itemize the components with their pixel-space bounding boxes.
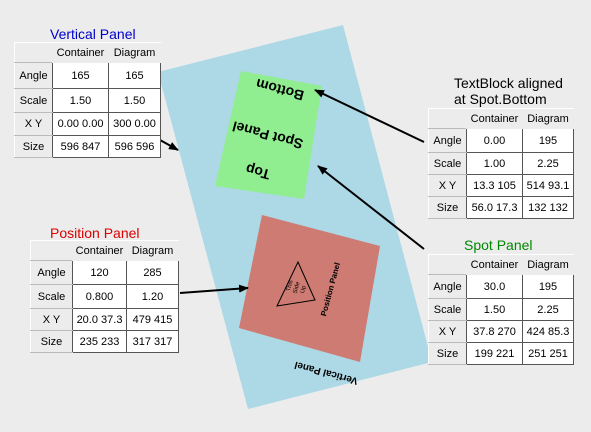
position-scale-diagram: 1.20 [126,284,179,309]
vertical-xy-container: 0.00 0.00 [52,112,109,136]
spot-top-label: Top [244,161,272,183]
vertical-scale-diagram: 1.50 [108,88,161,113]
textblock-angle-container: 0.00 [466,128,523,153]
vertical-arrow [159,139,179,151]
size-label: Size [14,135,53,158]
textblock-table: Container Diagram Angle 0.00 195 Scale 1… [428,108,574,219]
textblock-title: TextBlock aligned at Spot.Bottom [454,75,563,107]
diagram-header: Diagram [108,42,161,63]
vertical-scale-container: 1.50 [52,88,109,113]
textblock-scale-container: 1.00 [466,152,523,175]
spot-scale-diagram: 2.25 [522,298,574,321]
spot-angle-container: 30.0 [466,274,523,299]
angle-label: Angle [428,128,467,153]
container-header: Container [72,240,127,261]
position-angle-container: 120 [72,260,127,285]
textblock-size-container: 56.0 17.3 [466,196,523,219]
position-arrow [179,284,249,294]
spot-xy-diagram: 424 85.3 [522,320,574,343]
xy-label: X Y [428,174,467,197]
position-panel-title: Position Panel [50,225,140,241]
size-label: Size [30,330,73,353]
spot-panel-shape[interactable] [215,71,322,199]
triangle-text-up: Up [300,284,308,294]
vertical-size-diagram: 596 596 [108,135,161,158]
vertical-panel-table: Container Diagram Angle 165 165 Scale 1.… [14,42,161,158]
textblock-arrow [314,89,425,143]
angle-label: Angle [14,62,53,89]
scale-label: Scale [14,88,53,113]
position-panel-table: Container Diagram Angle 120 285 Scale 0.… [30,240,179,353]
textblock-scale-diagram: 2.25 [522,152,574,175]
spot-arrow [317,165,425,250]
position-angle-diagram: 285 [126,260,179,285]
textblock-xy-container: 13.3 105 [466,174,523,197]
spot-panel-table: Container Diagram Angle 30.0 195 Scale 1… [428,254,574,365]
spot-angle-diagram: 195 [522,274,574,299]
container-header: Container [466,108,523,129]
textblock-angle-diagram: 195 [522,128,574,153]
scale-label: Scale [428,152,467,175]
vertical-xy-diagram: 300 0.00 [108,112,161,136]
scale-label: Scale [30,284,73,309]
vertical-angle-diagram: 165 [108,62,161,89]
triangle-text-this: This [286,280,295,293]
position-size-diagram: 317 317 [126,330,179,353]
position-xy-container: 20.0 37.3 [72,308,127,331]
diagram-header: Diagram [522,254,574,275]
position-size-container: 235 233 [72,330,127,353]
angle-label: Angle [30,260,73,285]
textblock-size-diagram: 132 132 [522,196,574,219]
spot-size-diagram: 251 251 [522,342,574,365]
xy-label: X Y [428,320,467,343]
angle-label: Angle [428,274,467,299]
this-side-up-triangle [276,260,316,307]
xy-label: X Y [14,112,53,136]
spot-xy-container: 37.8 270 [466,320,523,343]
textblock-xy-diagram: 514 93.1 [522,174,574,197]
container-header: Container [466,254,523,275]
position-xy-diagram: 479 415 [126,308,179,331]
triangle-texts: This Side Up [286,280,308,295]
spot-size-container: 199 221 [466,342,523,365]
spot-panel-title: Spot Panel [464,237,533,253]
size-label: Size [428,342,467,365]
vertical-panel-title: Vertical Panel [50,26,136,42]
vertical-size-container: 596 847 [52,135,109,158]
position-scale-container: 0.800 [72,284,127,309]
diagram-header: Diagram [522,108,574,129]
triangle-text-side: Side [293,281,302,295]
vertical-angle-container: 165 [52,62,109,89]
scale-label: Scale [428,298,467,321]
xy-label: X Y [30,308,73,331]
container-header: Container [52,42,109,63]
spot-scale-container: 1.50 [466,298,523,321]
diagram-header: Diagram [126,240,179,261]
size-label: Size [428,196,467,219]
